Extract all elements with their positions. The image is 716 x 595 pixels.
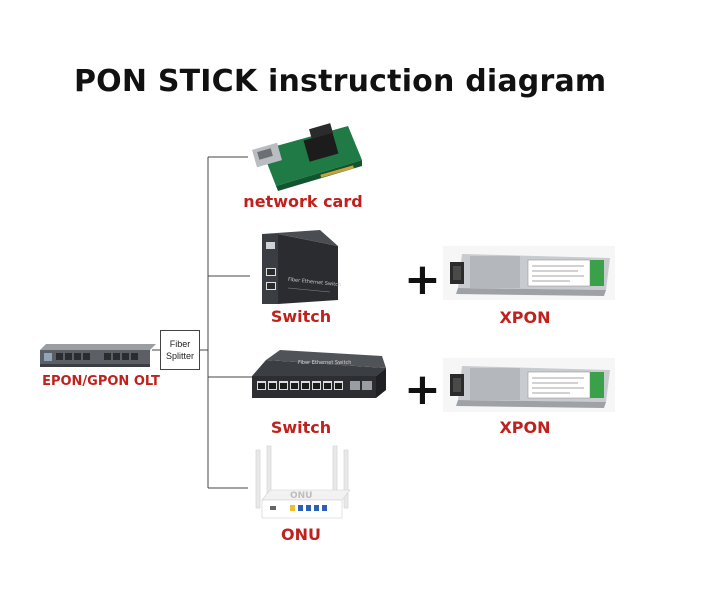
xpon-1-label: XPON [499,308,551,327]
switch-2-label: Switch [270,418,332,437]
xpon-2-label: XPON [499,418,551,437]
onu-device: ONU [255,445,351,519]
xpon-module-1-device [443,246,615,300]
large-switch-device: Fiber Ethernet Switch [252,350,386,398]
onu-print: ONU [290,491,313,501]
splitter-line2: Splitter [165,351,194,361]
network-card-device [252,123,362,191]
fiber-splitter: Fiber Splitter [160,330,200,370]
small-switch-device: Fiber Ethernet Switch [262,230,341,304]
onu-label: ONU [281,525,321,544]
network-card-label: network card [243,192,363,211]
small-switch-print: Fiber Ethernet Switch [288,277,342,289]
olt-label: EPON/GPON OLT [42,374,160,389]
page-title: PON STICK instruction diagram [74,64,607,99]
splitter-line1: Fiber [169,339,191,349]
plus-icon: + [404,364,441,415]
xpon-module-2-device [443,358,615,412]
olt-device [40,344,156,367]
plus-icon: + [404,254,441,305]
large-switch-print: Fiber Ethernet Switch [298,360,351,366]
switch-1-label: Switch [270,307,332,326]
